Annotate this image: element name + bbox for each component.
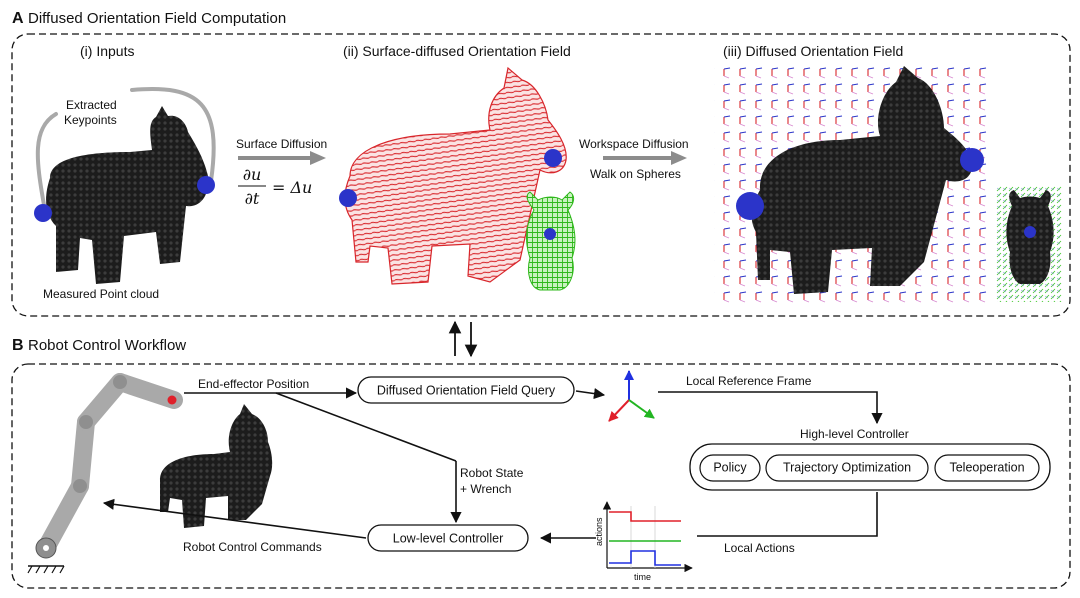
section-a-frame bbox=[11, 33, 1071, 317]
diffused-keypoint-right bbox=[960, 148, 984, 172]
keypoint-left bbox=[34, 204, 52, 222]
teleoperation-box bbox=[934, 454, 1040, 482]
robot-arm bbox=[27, 373, 183, 574]
robot-control-commands-label: Robot Control Commands bbox=[183, 540, 322, 554]
inputs-panel: Extracted Keypoints Measured Point cloud bbox=[34, 87, 216, 301]
arrow-high-level-to-chart bbox=[697, 492, 878, 537]
workspace-diffusion-arrow-head bbox=[671, 151, 687, 165]
mini-chart-xlabel: time bbox=[634, 572, 651, 582]
section-b-title: Robot Control Workflow bbox=[28, 337, 186, 354]
diffused-field-panel bbox=[714, 66, 1062, 306]
actions-mini-chart: time actions bbox=[594, 501, 693, 582]
measured-point-cloud-label: Measured Point cloud bbox=[43, 287, 159, 301]
keypoint-right bbox=[197, 176, 215, 194]
robot-object-point-cloud bbox=[160, 404, 273, 528]
section-a-letter: A bbox=[12, 10, 24, 27]
workspace-diffusion-label: Workspace Diffusion bbox=[579, 137, 689, 151]
local-reference-frame-label: Local Reference Frame bbox=[686, 374, 812, 388]
mini-chart-ylabel: actions bbox=[594, 517, 604, 546]
green-object-dark-keypoint bbox=[1024, 226, 1036, 238]
trajectory-optimization-box bbox=[765, 454, 929, 482]
extracted-keypoints-label-line1: Extracted bbox=[66, 98, 117, 112]
diffused-keypoint-left bbox=[736, 192, 764, 220]
robot-link-upper bbox=[71, 413, 95, 495]
extracted-keypoints-label-line2: Keypoints bbox=[64, 113, 117, 127]
mini-chart-red-series bbox=[609, 511, 681, 522]
panel-surface-field-title: (ii) Surface-diffused Orientation Field bbox=[343, 43, 571, 59]
input-animal-shape bbox=[46, 106, 209, 284]
end-effector-position-label: End-effector Position bbox=[198, 377, 309, 391]
frame-x-axis bbox=[608, 399, 630, 422]
surface-field-panel bbox=[339, 66, 576, 291]
high-level-controller-label: High-level Controller bbox=[800, 427, 909, 441]
robot-base-joint-center bbox=[43, 545, 49, 551]
low-level-controller-label: Low-level Controller bbox=[393, 531, 503, 545]
reference-frame-axes bbox=[608, 370, 655, 422]
surface-field-animal bbox=[344, 66, 567, 285]
teleoperation-label: Teleoperation bbox=[949, 460, 1024, 474]
keypoint-bracket-right bbox=[130, 87, 216, 183]
surface-diffusion-step: Surface Diffusion ∂u ∂t = Δu bbox=[236, 137, 327, 208]
robot-joint-1 bbox=[79, 415, 93, 429]
section-b-letter: B bbox=[12, 337, 24, 354]
arrow-query-to-frame bbox=[575, 388, 606, 400]
section-b-frame bbox=[11, 363, 1071, 589]
robot-ground-hatch bbox=[27, 565, 65, 574]
section-a: A Diffused Orientation Field Computation… bbox=[11, 10, 1071, 317]
field-query-box bbox=[357, 376, 575, 404]
robot-joint-3 bbox=[113, 375, 127, 389]
trajectory-optimization-label: Trajectory Optimization bbox=[783, 460, 911, 474]
input-point-cloud bbox=[46, 106, 209, 284]
arrow-frame-to-high-level bbox=[658, 391, 883, 425]
arrow-low-level-to-robot bbox=[102, 498, 367, 539]
surface-keypoint-right bbox=[544, 149, 562, 167]
policy-box bbox=[699, 454, 761, 482]
equation-numerator: ∂u bbox=[243, 165, 262, 184]
surface-diffusion-label: Surface Diffusion bbox=[236, 137, 327, 151]
low-level-controller-node: Low-level Controller bbox=[367, 524, 529, 552]
section-link-arrows bbox=[448, 320, 478, 358]
flow-arrows bbox=[102, 387, 883, 544]
diffused-field-animal bbox=[751, 66, 972, 294]
keypoint-bracket-left bbox=[35, 112, 58, 207]
field-query-node: Diffused Orientation Field Query bbox=[357, 376, 575, 404]
surface-keypoint-left bbox=[339, 189, 357, 207]
high-level-controller-node: Policy Trajectory Optimization Teleopera… bbox=[689, 443, 1051, 491]
robot-state-label-line2: + Wrench bbox=[460, 482, 511, 496]
equation-denominator: ∂t bbox=[245, 189, 260, 208]
field-query-label: Diffused Orientation Field Query bbox=[377, 383, 556, 397]
panel-inputs-title: (i) Inputs bbox=[80, 43, 134, 59]
robot-joint-2 bbox=[73, 479, 87, 493]
local-actions-label: Local Actions bbox=[724, 541, 795, 555]
robot-state-label-line1: Robot State bbox=[460, 466, 524, 480]
green-object-keypoint bbox=[544, 228, 556, 240]
mini-chart-blue-series bbox=[609, 550, 681, 566]
section-a-title: Diffused Orientation Field Computation bbox=[28, 10, 286, 27]
arrow-state-branch bbox=[275, 392, 457, 462]
low-level-controller-box bbox=[367, 524, 529, 552]
section-b: B Robot Control Workflow End-effector Po… bbox=[11, 337, 1071, 589]
end-effector-dot bbox=[167, 395, 177, 405]
robot-link-forearm bbox=[111, 373, 183, 409]
frame-y-axis bbox=[628, 399, 655, 419]
surface-diffusion-arrow-head bbox=[310, 151, 326, 165]
green-object-front bbox=[526, 191, 576, 291]
panel-diffused-field-title: (iii) Diffused Orientation Field bbox=[723, 43, 903, 59]
workspace-diffusion-step: Workspace Diffusion Walk on Spheres bbox=[579, 137, 689, 181]
walk-on-spheres-label: Walk on Spheres bbox=[590, 167, 681, 181]
robot-link-lower bbox=[37, 477, 89, 557]
policy-label: Policy bbox=[713, 460, 747, 474]
equation-rhs: = Δu bbox=[272, 178, 312, 197]
